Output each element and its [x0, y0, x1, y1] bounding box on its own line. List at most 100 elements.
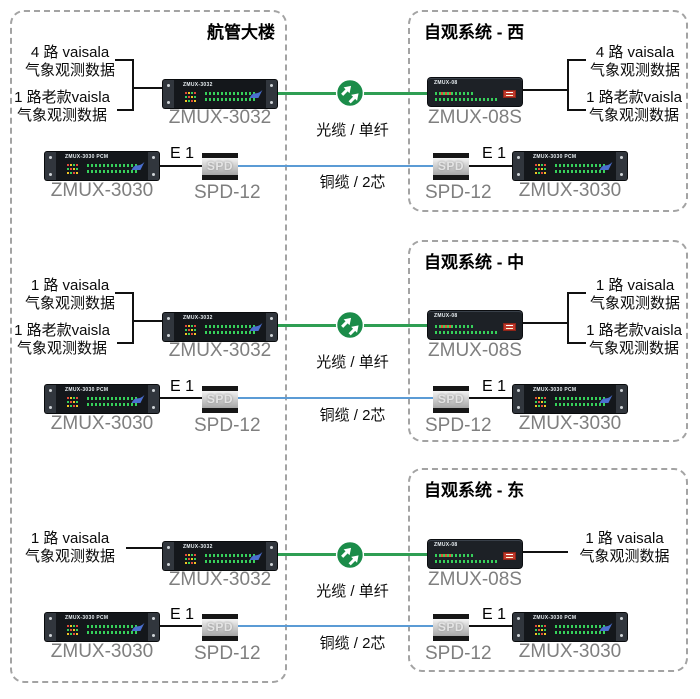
led-strip — [435, 560, 497, 563]
e1-label: E 1 — [481, 606, 506, 623]
zmux-3032-label: ZMUX-3032 — [168, 107, 272, 128]
power-switch — [503, 323, 516, 331]
spd-12-label: SPD-12 — [194, 182, 261, 203]
connector-line — [126, 547, 163, 549]
e1-link-line — [159, 165, 202, 167]
e1-label: E 1 — [169, 606, 194, 623]
bracket-line — [115, 59, 134, 61]
rack-ear — [616, 152, 627, 180]
spd-device: SPD — [433, 614, 469, 641]
zmux-3030-label: ZMUX-3030 — [50, 641, 154, 662]
zmux-3032-device: ZMUX-3032 — [163, 542, 277, 570]
system-east-box: 自观系统 - 东 — [408, 468, 688, 672]
output-label-center-right-top: 1 路 vaisala 气象观测数据 — [589, 277, 680, 312]
led-grid — [185, 92, 187, 94]
rack-ear — [163, 542, 174, 570]
power-switch — [503, 90, 516, 98]
spd-device: SPD — [433, 386, 469, 413]
fiber-node-icon — [335, 78, 365, 108]
system-west-box: 自观系统 - 西 — [408, 10, 688, 212]
fiber-link-label: 光缆 / 单纤 — [316, 354, 389, 371]
rack-ear — [616, 385, 627, 413]
panel-text: ZMUX-3032 — [183, 82, 213, 88]
rack-ear — [45, 385, 56, 413]
zmux-08s-device: ZMUX-08 — [428, 311, 522, 339]
led-strip — [441, 325, 453, 328]
fiber-link-label: 光缆 / 单纤 — [316, 583, 389, 600]
panel-text: ZMUX-3030 PCM — [533, 387, 577, 393]
bracket-line — [132, 59, 134, 111]
copper-link-line — [238, 625, 433, 627]
spd-panel-text: SPD — [206, 392, 234, 406]
system-center-box: 自观系统 - 中 — [408, 240, 688, 442]
brand-logo-icon — [249, 90, 263, 98]
bracket-line — [567, 292, 569, 344]
led-grid — [185, 325, 187, 327]
led-strip — [435, 92, 473, 95]
output-label-east-right: 1 路 vaisala 气象观测数据 — [579, 530, 670, 565]
copper-link-line — [238, 165, 433, 167]
fiber-node-icon — [335, 310, 365, 340]
input-label-west-left-bottom: 1 路老款vaisla 气象观测数据 — [14, 89, 110, 124]
zmux-3030-device: ZMUX-3030 PCM — [45, 385, 159, 413]
spd-12-label: SPD-12 — [194, 415, 261, 436]
led-grid — [535, 164, 537, 166]
e1-label: E 1 — [169, 145, 194, 162]
connector-line — [522, 551, 568, 553]
panel-text: ZMUX-3030 PCM — [533, 615, 577, 621]
system-west-title: 自观系统 - 西 — [424, 23, 525, 42]
building-title: 航管大楼 — [207, 23, 275, 42]
spd-12-label: SPD-12 — [425, 415, 492, 436]
led-strip — [87, 625, 139, 634]
rack-ear — [163, 80, 174, 108]
spd-device: SPD — [202, 386, 238, 413]
copper-link-label: 铜缆 / 2芯 — [319, 174, 386, 191]
panel-text: ZMUX-3032 — [183, 544, 213, 550]
zmux-3030-device: ZMUX-3030 PCM — [513, 152, 627, 180]
copper-link-label: 铜缆 / 2芯 — [319, 635, 386, 652]
copper-link-label: 铜缆 / 2芯 — [319, 407, 386, 424]
led-strip — [435, 331, 497, 334]
panel-text: ZMUX-08 — [434, 542, 458, 548]
led-grid — [67, 397, 69, 399]
power-switch — [503, 552, 516, 560]
led-strip — [435, 98, 497, 101]
copper-link-line — [238, 397, 433, 399]
zmux-3030-label: ZMUX-3030 — [518, 180, 622, 201]
rack-ear — [45, 613, 56, 641]
zmux-3032-device: ZMUX-3032 — [163, 313, 277, 341]
e1-link-line — [469, 397, 513, 399]
bracket-line — [117, 109, 134, 111]
led-strip — [205, 325, 257, 334]
panel-text: ZMUX-3030 PCM — [65, 615, 109, 621]
output-label-west-right-bottom: 1 路老款vaisla 气象观测数据 — [586, 89, 682, 124]
fiber-link-label: 光缆 / 单纤 — [316, 122, 389, 139]
zmux-3030-label: ZMUX-3030 — [518, 413, 622, 434]
led-strip — [435, 325, 473, 328]
rack-ear — [266, 542, 277, 570]
zmux-08s-device: ZMUX-08 — [428, 78, 522, 106]
led-strip — [205, 92, 257, 101]
bracket-line — [115, 292, 134, 294]
bracket-line — [569, 59, 586, 61]
rack-ear — [513, 385, 524, 413]
spd-device: SPD — [433, 153, 469, 180]
rack-ear — [266, 313, 277, 341]
rack-ear — [163, 313, 174, 341]
zmux-08s-label: ZMUX-08S — [428, 107, 522, 128]
bracket-line — [567, 59, 569, 111]
fiber-node-icon — [335, 540, 365, 570]
e1-link-line — [159, 625, 202, 627]
spd-12-label: SPD-12 — [425, 182, 492, 203]
spd-12-label: SPD-12 — [194, 643, 261, 664]
panel-text: ZMUX-3030 PCM — [65, 154, 109, 160]
brand-logo-icon — [249, 323, 263, 331]
led-grid — [535, 625, 537, 627]
panel-text: ZMUX-08 — [434, 313, 458, 319]
zmux-3032-label: ZMUX-3032 — [168, 340, 272, 361]
input-label-west-left-top: 4 路 vaisala 气象观测数据 — [24, 44, 115, 79]
e1-label: E 1 — [481, 378, 506, 395]
zmux-3030-label: ZMUX-3030 — [50, 180, 154, 201]
bracket-line — [569, 292, 586, 294]
led-strip — [555, 397, 607, 406]
